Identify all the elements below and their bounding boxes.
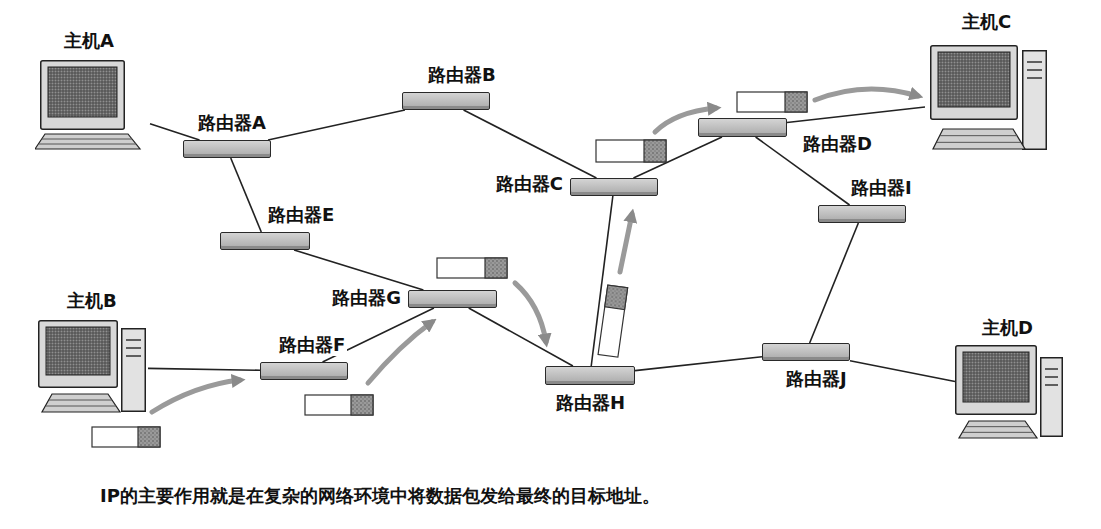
network-link <box>231 158 262 232</box>
network-link <box>850 361 955 382</box>
packet <box>596 140 666 162</box>
flow-arrow <box>815 89 918 100</box>
router-box: 路由器F <box>260 362 348 380</box>
router-box: 路由器J <box>762 343 850 361</box>
packet <box>92 427 160 447</box>
network-link <box>268 110 405 140</box>
router-box: 路由器B <box>402 92 490 110</box>
packet <box>305 395 373 415</box>
flow-arrow <box>368 322 432 383</box>
computer-icon <box>925 45 1050 155</box>
router-box: 路由器A <box>183 140 271 158</box>
host-computer: 主机C <box>925 45 1050 155</box>
host-label: 主机A <box>62 30 116 52</box>
router-label: 路由器E <box>266 204 336 226</box>
flow-arrows <box>152 89 918 412</box>
router-box: 路由器C <box>570 178 658 196</box>
computer-icon <box>35 60 150 150</box>
router-label: 路由器I <box>849 177 914 199</box>
computer-icon <box>955 345 1065 440</box>
host-computer: 主机D <box>955 345 1065 440</box>
packet <box>598 285 628 357</box>
network-link <box>787 107 925 122</box>
figure-caption: IP的主要作用就是在复杂的网络环境中将数据包发给最终的目标地址。 <box>100 484 660 508</box>
router-label: 路由器G <box>330 287 403 309</box>
network-link <box>635 357 762 371</box>
router-label: 路由器J <box>784 368 849 390</box>
computer-icon <box>38 320 148 415</box>
packets <box>92 92 807 447</box>
router-label: 路由器C <box>494 173 565 195</box>
router-box: 路由器D <box>698 118 787 137</box>
packet <box>437 258 507 278</box>
network-link <box>633 137 722 178</box>
router-label: 路由器A <box>196 112 268 134</box>
flow-arrow <box>515 283 546 342</box>
network-link <box>294 250 423 290</box>
router-box: 路由器I <box>818 205 906 223</box>
router-label: 路由器B <box>426 64 498 86</box>
packet <box>737 92 807 112</box>
network-link <box>150 124 199 140</box>
router-box: 路由器G <box>408 290 497 308</box>
host-label: 主机C <box>960 11 1013 33</box>
router-box: 路由器H <box>545 366 635 385</box>
router-label: 路由器F <box>277 334 347 356</box>
router-box: 路由器E <box>220 232 310 250</box>
host-computer: 主机A <box>35 60 150 150</box>
router-label: 路由器D <box>801 133 874 155</box>
router-label: 路由器H <box>554 392 627 414</box>
flow-arrow <box>620 214 632 272</box>
network-link <box>810 223 859 343</box>
flow-arrow <box>152 380 240 412</box>
host-label: 主机D <box>980 317 1035 339</box>
host-label: 主机B <box>65 290 119 312</box>
network-link <box>464 110 597 178</box>
host-computer: 主机B <box>38 320 148 415</box>
network-link <box>148 368 260 370</box>
network-link <box>469 308 573 366</box>
